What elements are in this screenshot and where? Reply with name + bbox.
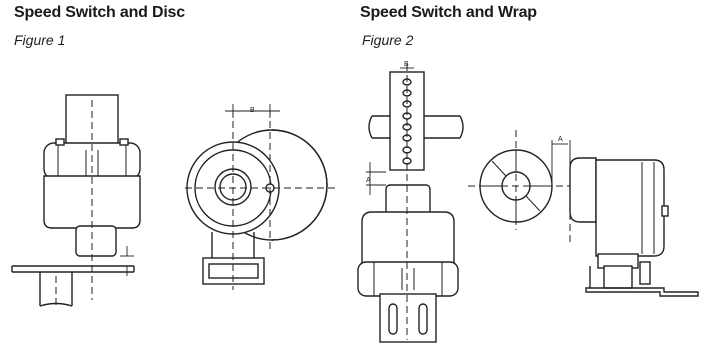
fig1-switch-side-view [11, 94, 141, 307]
figure2-heading: Speed Switch and Wrap [360, 4, 537, 21]
figure1-label: Figure 1 [14, 32, 66, 48]
figure2-label: Figure 2 [362, 32, 414, 48]
fig1-dimension-label: B [250, 107, 255, 114]
fig1-disc-front-view [185, 104, 338, 290]
fig2-wrap-end-view [468, 130, 699, 297]
fig2-dimension-label-right: A [558, 136, 563, 143]
fig2-dimension-label-top: B [404, 61, 409, 68]
fig2-switch-side-view [357, 64, 464, 343]
fig2-dimension-label-left: A [366, 177, 371, 184]
figure1-heading: Speed Switch and Disc [14, 4, 185, 21]
